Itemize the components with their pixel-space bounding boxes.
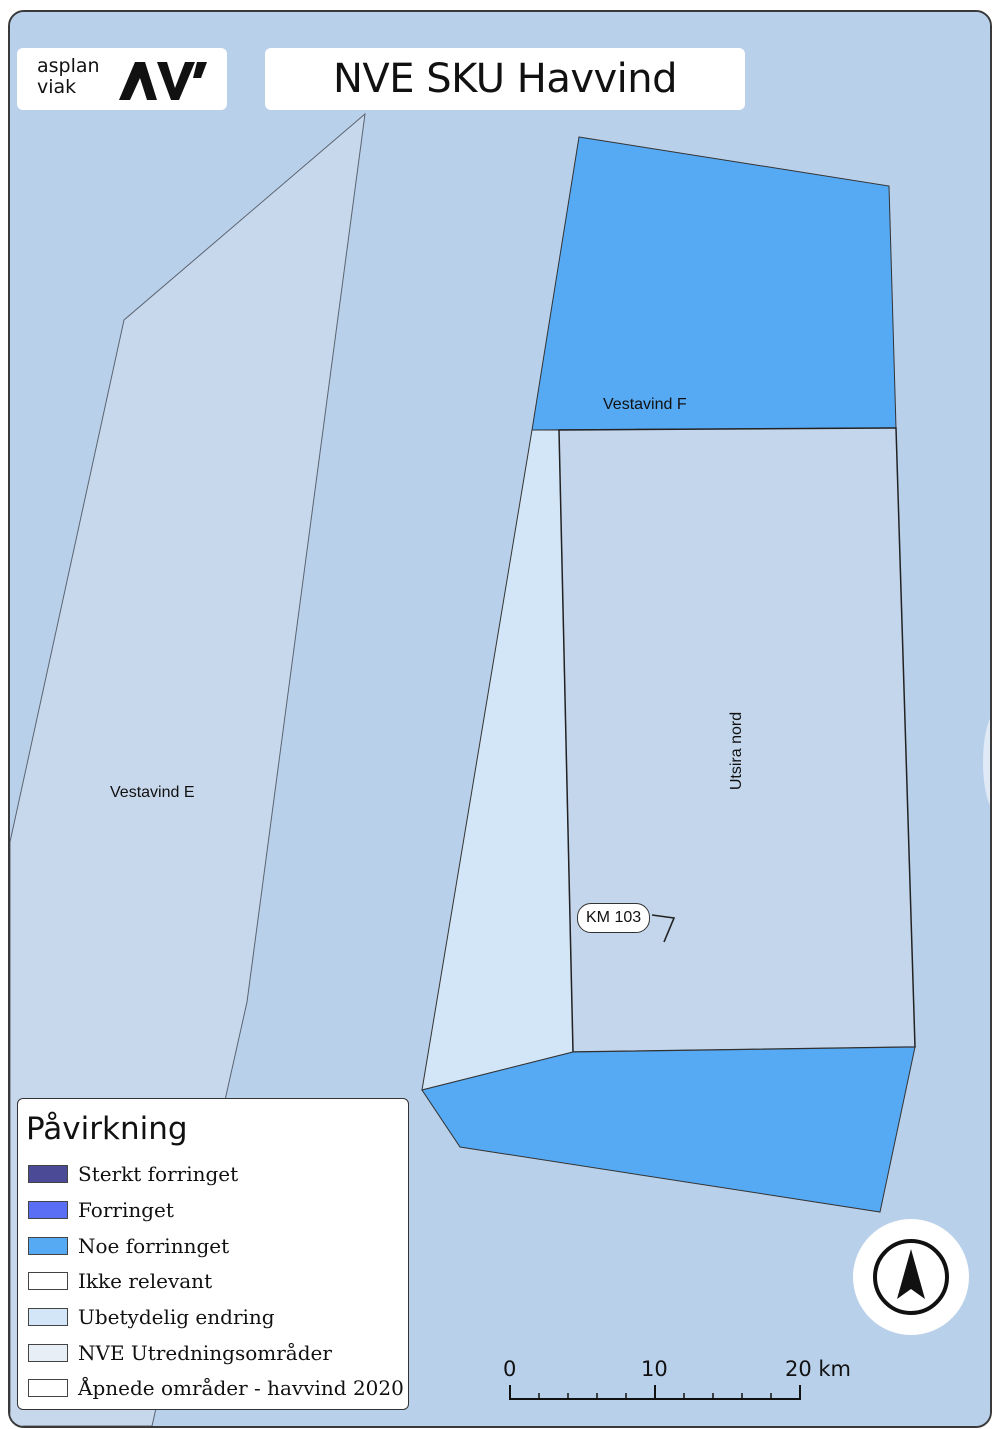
legend-swatch [28,1379,68,1397]
legend-label: Forringet [78,1198,174,1222]
legend-item-ubetydelig-endring: Ubetydelig endring [28,1305,275,1329]
legend-item-sterkt-forringet: Sterkt forringet [28,1162,239,1186]
logo-line2: viak [37,76,77,98]
edge-glow [983,718,990,806]
legend-swatch [28,1272,68,1290]
legend-swatch [28,1344,68,1362]
logo-box: asplan viak [17,48,227,110]
legend-swatch [28,1308,68,1326]
north-arrow-icon [873,1239,949,1315]
legend-item-ikke-relevant: Ikke relevant [28,1269,213,1293]
legend-swatch [28,1165,68,1183]
legend-item-nve-utredningsomrader: NVE Utredningsområder [28,1341,332,1365]
legend-label: NVE Utredningsområder [78,1341,332,1365]
km-pointer-line [651,914,676,943]
bottom-noe-forringet-area [421,1046,916,1213]
km-marker-badge[interactable]: KM 103 [577,903,651,933]
legend-item-forringet: Forringet [28,1198,174,1222]
label-vestavind-f: Vestavind F [603,396,687,413]
asplan-viak-logo-icon [119,62,207,100]
legend-title: Påvirkning [26,1111,188,1147]
legend-label: Ubetydelig endring [78,1305,275,1329]
legend-label: Åpnede områder - havvind 2020 [78,1376,404,1400]
scale-bar: 0 10 20 km [495,1355,855,1410]
legend-label: Sterkt forringet [78,1162,239,1186]
legend-label: Noe forrinnget [78,1234,230,1258]
legend-label: Ikke relevant [78,1269,213,1293]
map-title: NVE SKU Havvind [332,56,678,102]
legend-swatch [28,1237,68,1255]
north-arrow [853,1219,969,1335]
vestavind-f-area [531,136,897,431]
scale-label-20: 20 km [785,1357,852,1381]
label-utsira-nord: Utsira nord [728,711,745,791]
label-vestavind-e: Vestavind E [110,784,195,801]
logo-text: asplan viak [37,56,100,98]
scale-label-10: 10 [641,1357,668,1381]
logo-line1: asplan [37,55,100,77]
scale-ticks [509,1385,801,1400]
legend-item-apnede-omrader: Åpnede områder - havvind 2020 [28,1376,404,1400]
legend-swatch [28,1201,68,1219]
scale-label-0: 0 [503,1357,517,1381]
legend-item-noe-forringet: Noe forrinnget [28,1234,230,1258]
title-box: NVE SKU Havvind [265,48,745,110]
legend-panel: Påvirkning Sterkt forringet Forringet No… [17,1098,409,1410]
